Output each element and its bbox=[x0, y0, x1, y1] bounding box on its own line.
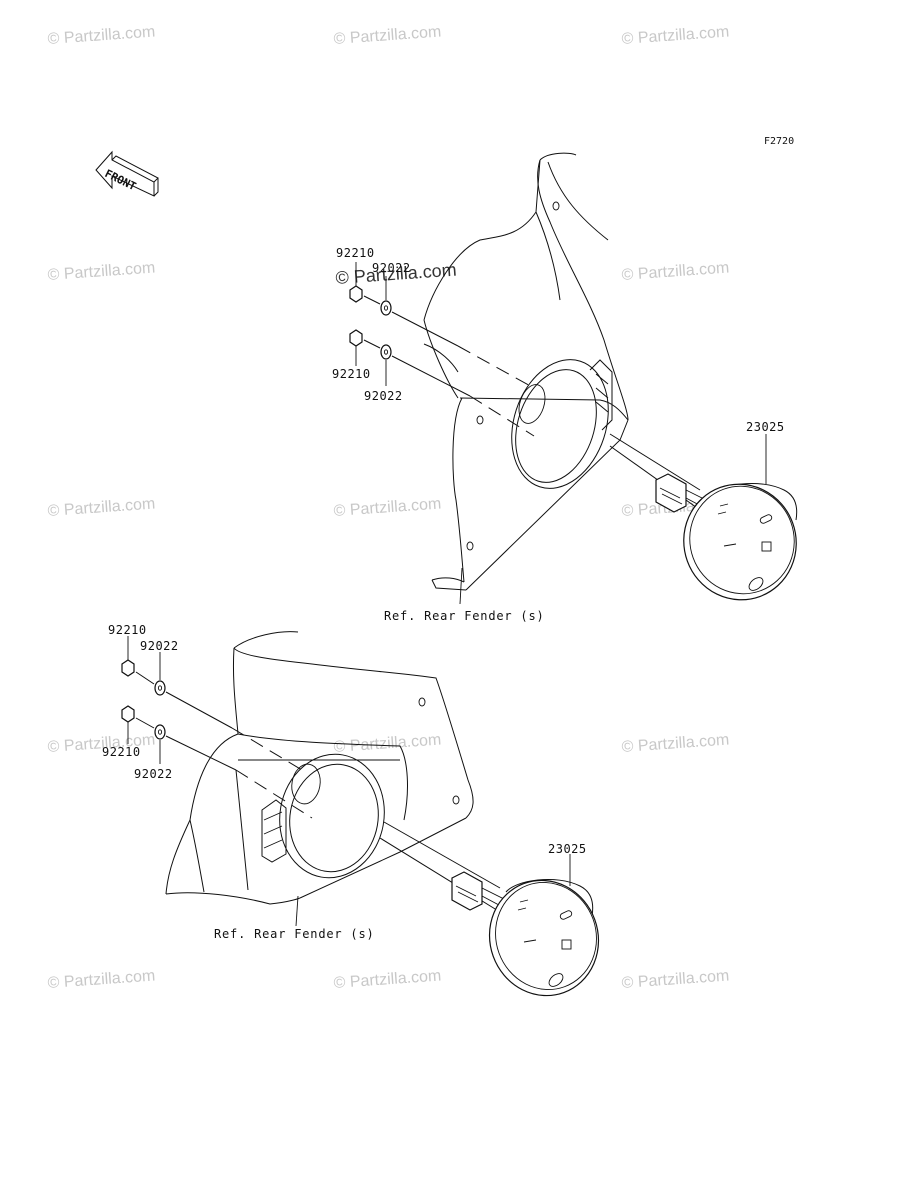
lower-nut-bottom-label: 92210 bbox=[102, 745, 141, 759]
lower-fender-reference: Ref. Rear Fender (s) bbox=[214, 927, 375, 941]
watermark: © Partzilla.com bbox=[47, 24, 156, 48]
watermark: © Partzilla.com bbox=[621, 260, 730, 284]
lower-assembly: 92210 92022 92210 92022 23025 Ref. Rear … bbox=[102, 623, 600, 997]
lower-washer-top bbox=[154, 680, 166, 696]
watermark: © Partzilla.com bbox=[621, 732, 730, 756]
watermark: © Partzilla.com bbox=[621, 968, 730, 992]
watermark-grid: © Partzilla.com © Partzilla.com © Partzi… bbox=[47, 24, 730, 992]
lower-fender bbox=[165, 631, 474, 905]
front-arrow-icon: FRONT bbox=[95, 150, 159, 197]
lower-reflector-label: 23025 bbox=[548, 842, 587, 856]
watermark: © Partzilla.com bbox=[621, 24, 730, 48]
upper-washer-top bbox=[380, 300, 392, 316]
lower-reflector bbox=[488, 878, 600, 997]
upper-reflector-label: 23025 bbox=[746, 420, 785, 434]
lower-nut-top-label: 92210 bbox=[108, 623, 147, 637]
watermark: © Partzilla.com bbox=[47, 968, 156, 992]
upper-washer-bottom bbox=[380, 344, 392, 360]
lower-washer-bottom bbox=[154, 724, 166, 740]
lower-washer-bottom-label: 92022 bbox=[134, 767, 173, 781]
watermark: © Partzilla.com bbox=[47, 260, 156, 284]
upper-assembly: 92210 92022 92210 92022 23025 Ref. Rear … bbox=[332, 152, 798, 623]
lower-nut-bottom bbox=[121, 705, 135, 723]
watermark: © Partzilla.com bbox=[333, 24, 442, 48]
watermark: © Partzilla.com bbox=[333, 496, 442, 520]
upper-reflector bbox=[683, 482, 798, 601]
upper-nut-top bbox=[349, 285, 363, 303]
figure-code: F2720 bbox=[764, 136, 794, 147]
upper-washer-bottom-label: 92022 bbox=[364, 389, 403, 403]
upper-washer-top-label: 92022 bbox=[372, 261, 411, 275]
upper-fender-reference: Ref. Rear Fender (s) bbox=[384, 609, 545, 623]
upper-nut-bottom-label: 92210 bbox=[332, 367, 371, 381]
upper-nut-bottom bbox=[349, 329, 363, 347]
lower-nut-top bbox=[121, 659, 135, 677]
watermark: © Partzilla.com bbox=[333, 968, 442, 992]
upper-nut-top-label: 92210 bbox=[336, 246, 375, 260]
lower-washer-top-label: 92022 bbox=[140, 639, 179, 653]
watermark: © Partzilla.com bbox=[47, 496, 156, 520]
upper-fender bbox=[423, 152, 629, 591]
